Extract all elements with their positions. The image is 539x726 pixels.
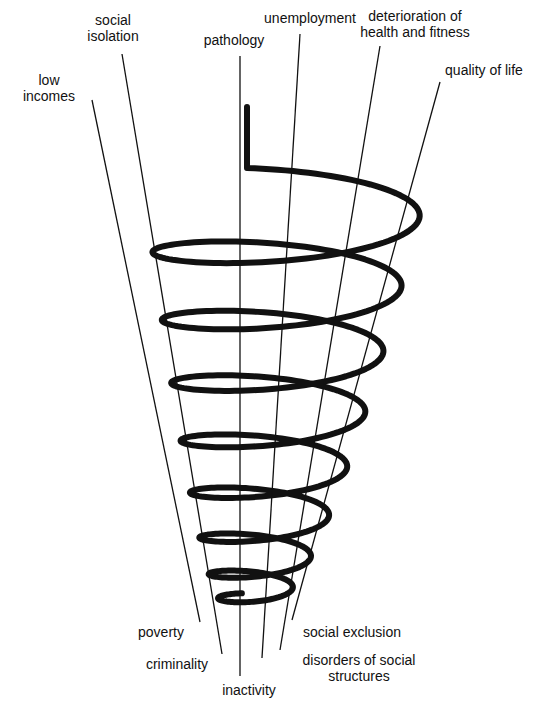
- label: unemployment: [258, 10, 362, 26]
- label: social isolation: [80, 12, 146, 44]
- leader-line: [239, 56, 240, 676]
- label: low incomes: [18, 72, 80, 104]
- leader-line: [92, 100, 200, 622]
- label: poverty: [132, 624, 190, 640]
- leader-line: [122, 54, 222, 654]
- label-text: pathology: [204, 32, 265, 48]
- label-text: disorders of social structures: [303, 652, 416, 684]
- label-text: low incomes: [23, 72, 75, 104]
- label: quality of life: [434, 62, 534, 78]
- label: disorders of social structures: [290, 652, 428, 684]
- leader-line: [280, 46, 380, 650]
- spiral: [152, 107, 419, 602]
- leader-line: [292, 82, 440, 620]
- label-text: quality of life: [445, 62, 523, 78]
- label: social exclusion: [297, 624, 407, 640]
- label: criminality: [140, 656, 214, 672]
- label-text: social isolation: [87, 12, 138, 44]
- label: inactivity: [214, 682, 284, 698]
- label-text: poverty: [138, 624, 184, 640]
- label: deterioration of health and fitness: [348, 8, 482, 40]
- label-text: social exclusion: [303, 624, 401, 640]
- label-text: unemployment: [264, 10, 356, 26]
- label-text: criminality: [146, 656, 208, 672]
- label: pathology: [196, 32, 272, 48]
- label-text: deterioration of health and fitness: [360, 8, 470, 40]
- label-text: inactivity: [222, 682, 276, 698]
